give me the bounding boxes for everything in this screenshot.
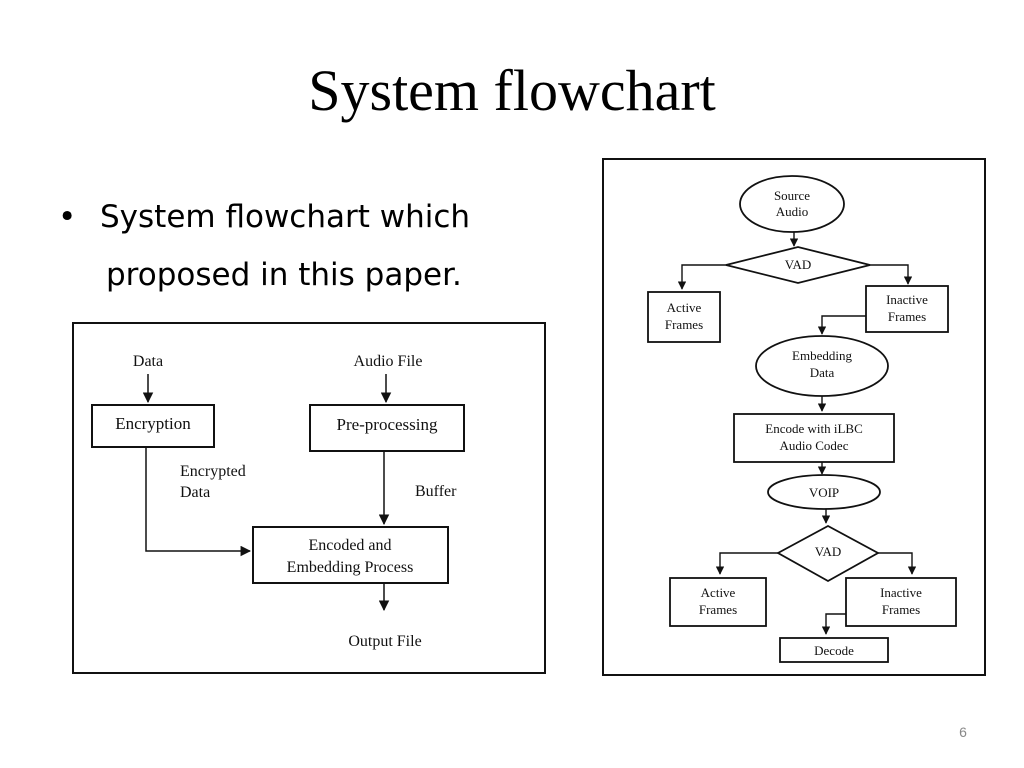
inactive-frames-1-box <box>865 285 949 333</box>
vad-2-left-arrow <box>715 552 778 575</box>
bullet-line-1: System flowchart which <box>100 199 471 235</box>
vad-1-label: VAD <box>785 257 812 272</box>
active-frames-1-box <box>647 291 721 343</box>
preprocessing-box <box>309 404 465 452</box>
right-flowchart-svg: Source Audio VAD Active Frames Inactive … <box>602 158 986 676</box>
right-flowchart: Source Audio VAD Active Frames Inactive … <box>602 158 986 676</box>
page-number: 6 <box>959 724 967 740</box>
inactive-to-embedding-arrow <box>817 315 866 335</box>
encrypted-data-line-2: Data <box>180 484 210 501</box>
active-frames-1-line-2: Frames <box>665 317 703 332</box>
inactive-to-decode-arrow <box>821 613 846 635</box>
bullet-symbol: • <box>58 199 77 235</box>
embedding-data-line-2: Data <box>810 365 835 380</box>
voip-node <box>767 474 881 510</box>
encode-ilbc-box <box>733 413 895 463</box>
encryption-box <box>91 404 215 448</box>
inactive-frames-2-box <box>845 577 957 627</box>
active-frames-2-line-1: Active <box>701 585 736 600</box>
encryption-label: Encryption <box>115 414 191 433</box>
inactive-frames-1-line-2: Frames <box>888 309 926 324</box>
voip-label: VOIP <box>809 485 839 500</box>
encode-ilbc-line-1: Encode with iLBC <box>765 421 863 436</box>
encoded-line-2: Embedding Process <box>287 559 414 576</box>
source-audio-line-1: Source <box>774 188 810 203</box>
inactive-frames-1-line-1: Inactive <box>886 292 928 307</box>
inactive-frames-2-line-2: Frames <box>882 602 920 617</box>
decode-box <box>779 637 889 663</box>
output-file-label: Output File <box>348 633 421 650</box>
encrypted-data-line-1: Encrypted <box>180 463 246 480</box>
audio-file-label: Audio File <box>354 353 423 370</box>
embedding-data-line-1: Embedding <box>792 348 852 363</box>
active-frames-2-box <box>669 577 767 627</box>
encode-ilbc-line-2: Audio Codec <box>780 438 849 453</box>
data-label: Data <box>133 353 163 370</box>
vad-1-left-arrow <box>677 264 726 290</box>
left-flowchart: Data Encryption Audio File Pre-processin… <box>72 322 546 674</box>
encoded-embedding-box <box>252 526 449 584</box>
bullet-text: System flowchart which proposed in this … <box>100 188 530 304</box>
source-audio-line-2: Audio <box>776 204 809 219</box>
left-flowchart-svg: Data Encryption Audio File Pre-processin… <box>72 322 546 674</box>
active-frames-1-line-1: Active <box>667 300 702 315</box>
vad-1-right-arrow <box>870 264 913 285</box>
bullet-line-2: proposed in this paper. <box>106 257 462 293</box>
active-frames-2-line-2: Frames <box>699 602 737 617</box>
vad-2-right-arrow <box>878 552 917 575</box>
encrypted-data-arrow <box>145 447 252 557</box>
vad-2-label: VAD <box>815 544 842 559</box>
encoded-line-1: Encoded and <box>308 537 391 554</box>
decode-label: Decode <box>814 643 854 658</box>
slide-title: System flowchart <box>308 58 716 123</box>
source-audio-node <box>739 175 845 233</box>
preprocessing-label: Pre-processing <box>336 415 438 434</box>
inactive-frames-2-line-1: Inactive <box>880 585 922 600</box>
buffer-label: Buffer <box>415 483 457 500</box>
left-diagram-frame <box>72 322 546 674</box>
